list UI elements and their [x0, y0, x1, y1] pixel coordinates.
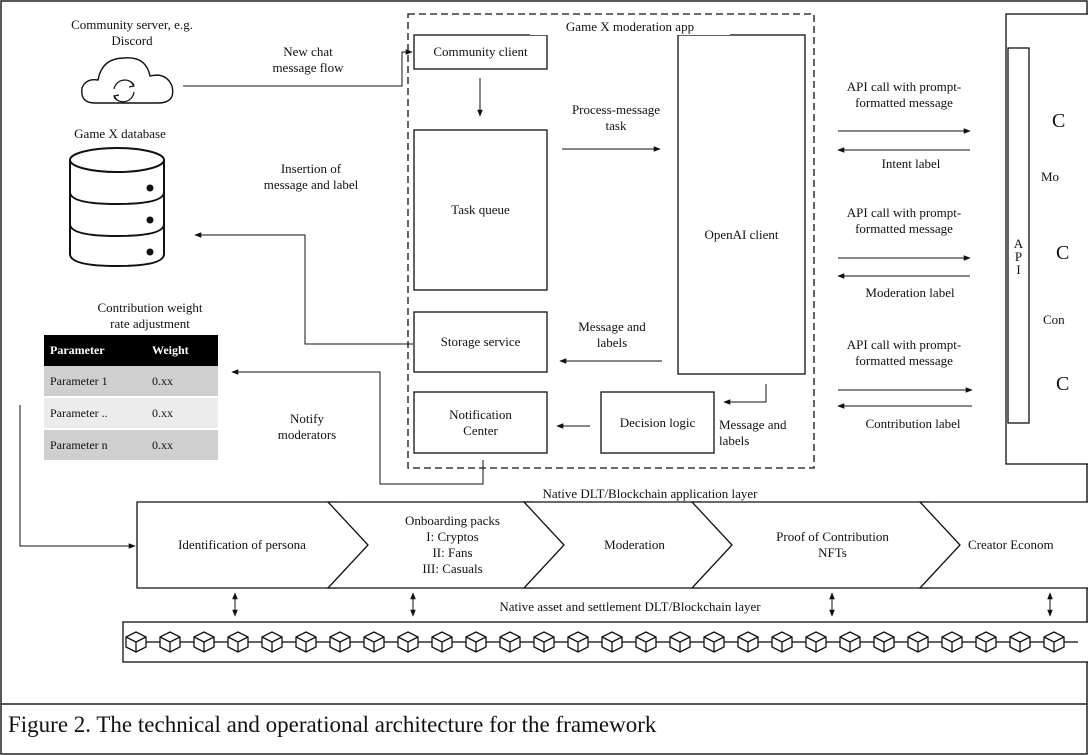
chain-block-icon — [431, 631, 453, 653]
chain-block-icon — [941, 631, 963, 653]
moderation-label: Moderation label — [865, 285, 955, 300]
moderation-app-title: Game X moderation app — [530, 19, 730, 35]
table-cell-parameter: Parameter 1 — [44, 366, 146, 398]
table-row: Parameter .. 0.xx — [44, 397, 218, 430]
chain-block-icon — [329, 631, 351, 653]
panel-letter-3: C — [1056, 373, 1070, 395]
decision-logic-box — [600, 391, 715, 454]
settlement-chain-bar — [122, 621, 1088, 663]
task-queue-box — [413, 129, 548, 291]
new-chat-flow-label: New chat message flow — [272, 44, 344, 75]
chain-block-icon — [261, 631, 283, 653]
table-cell-parameter: Parameter .. — [44, 397, 146, 430]
community-client-box — [413, 34, 548, 70]
game-db-label: Game X database — [74, 126, 166, 141]
message-labels-1: Message and labels — [578, 319, 646, 350]
panel-letter-1: C — [1052, 110, 1066, 132]
table-cell-weight: 0.xx — [146, 429, 218, 462]
decision-logic-label: Decision logic — [619, 414, 696, 430]
insertion-arrow — [194, 232, 413, 345]
table-header-row: Parameter Weight — [44, 335, 218, 366]
storage-service-box — [413, 311, 548, 373]
chain-block-icon — [465, 631, 487, 653]
storage-service-label: Storage service — [440, 334, 521, 349]
community-client-label: Community client — [433, 44, 528, 59]
api-call-label-1: API call with prompt- formatted message — [846, 79, 962, 110]
figure-caption: Figure 2. The technical and operational … — [8, 712, 657, 737]
chain-block-icon — [771, 631, 793, 653]
chain-block-icon — [227, 631, 249, 653]
panel-label-mo: Mo — [1041, 169, 1060, 184]
notification-center-box — [413, 391, 548, 454]
chain-block-icon — [737, 631, 759, 653]
contribution-label: Contribution label — [865, 416, 961, 431]
chain-block-icon — [499, 631, 521, 653]
community-server-label: Community server, e.g. Discord — [71, 17, 193, 48]
intent-label: Intent label — [881, 156, 941, 171]
message-labels-2: Message and labels — [719, 417, 787, 448]
api-column-label: A P I — [1013, 236, 1024, 277]
stage-proof-label: Proof of Contribution NFTs — [776, 529, 889, 560]
stage-onboarding-label: Onboarding packs I: Cryptos II: Fans III… — [405, 513, 500, 576]
chain-block-icon — [397, 631, 419, 653]
chain-block-icon — [567, 631, 589, 653]
application-layer — [136, 501, 1088, 589]
table-row: Parameter n 0.xx — [44, 429, 218, 462]
insertion-label: Insertion of message and label — [263, 161, 359, 192]
table-cell-parameter: Parameter n — [44, 429, 146, 462]
chain-block-icon — [125, 631, 147, 653]
chain-block-icon — [363, 631, 385, 653]
application-layer-title: Native DLT/Blockchain application layer — [542, 486, 758, 501]
stage-creator-label: Creator Econom — [968, 537, 1054, 552]
cloud-icon — [81, 57, 174, 104]
table-header-weight: Weight — [146, 335, 218, 366]
chain-block-icon — [839, 631, 861, 653]
table-row: Parameter 1 0.xx — [44, 366, 218, 398]
notification-center-label: Notification Center — [449, 406, 512, 438]
chain-block-icon — [193, 631, 215, 653]
api-call-label-2: API call with prompt- formatted message — [846, 205, 962, 236]
chain-block-icon — [703, 631, 725, 653]
openai-client-label: OpenAI client — [704, 227, 779, 242]
notify-label: Notify moderators — [277, 411, 337, 442]
task-queue-label: Task queue — [451, 202, 510, 217]
api-column — [1007, 47, 1030, 424]
table-title: Contribution weight rate adjustment — [97, 300, 203, 331]
chain-block-icon — [159, 631, 181, 653]
table-header-parameter: Parameter — [44, 335, 146, 366]
chain-block-icon — [975, 631, 997, 653]
chain-block-icon — [1043, 631, 1065, 653]
table-cell-weight: 0.xx — [146, 397, 218, 430]
chain-block-icon — [669, 631, 691, 653]
settlement-layer-title: Native asset and settlement DLT/Blockcha… — [440, 599, 820, 615]
api-call-label-3: API call with prompt- formatted message — [846, 337, 962, 368]
stage-creator-economy — [918, 501, 1088, 589]
stage-identification-label: Identification of persona — [178, 537, 306, 552]
chain-block-icon — [805, 631, 827, 653]
panel-letter-2: C — [1056, 242, 1070, 264]
stage-moderation-label: Moderation — [604, 537, 665, 552]
moderation-app-container — [407, 13, 815, 469]
notify-arrow — [231, 369, 484, 485]
chain-block-icon — [533, 631, 555, 653]
process-task-label: Process-message task — [571, 102, 661, 133]
table-to-identification-arrow — [19, 405, 136, 549]
table-cell-weight: 0.xx — [146, 366, 218, 398]
chain-block-icon — [1009, 631, 1031, 653]
database-icon — [69, 147, 165, 268]
chain-block-icon — [601, 631, 623, 653]
new-chat-arrow — [183, 49, 413, 87]
blockchain-chain — [125, 631, 1078, 653]
contribution-weight-table: Parameter Weight Parameter 1 0.xx Parame… — [44, 335, 218, 462]
panel-label-con: Con — [1043, 312, 1065, 327]
chain-block-icon — [873, 631, 895, 653]
openai-client-box — [677, 34, 806, 375]
chain-block-icon — [635, 631, 657, 653]
chain-block-icon — [295, 631, 317, 653]
chain-block-icon — [907, 631, 929, 653]
openai-to-decision-arrow — [723, 384, 767, 405]
